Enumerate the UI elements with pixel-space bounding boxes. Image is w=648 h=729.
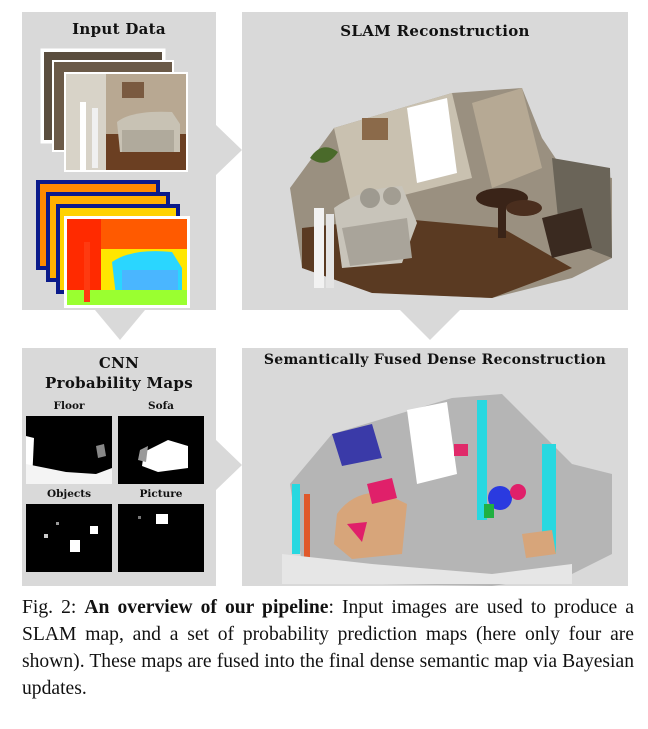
caption-prefix: Fig. 2: <box>22 597 84 618</box>
slam-reconstruction-title: SLAM Reconstruction <box>242 22 628 40</box>
arrow-slam-to-semantic <box>400 310 460 340</box>
depth-frames-stack <box>22 172 216 312</box>
figure-caption: Fig. 2: An overview of our pipeline: Inp… <box>22 594 634 702</box>
prob-map-floor <box>26 416 112 484</box>
slam-point-cloud <box>242 48 628 308</box>
arrow-input-to-cnn <box>95 310 145 340</box>
arrow-input-to-slam <box>216 125 242 175</box>
arrow-cnn-to-semantic <box>216 440 242 490</box>
cnn-title-line2: Probability Maps <box>22 374 216 392</box>
prob-map-label-sofa: Sofa <box>118 400 204 412</box>
prob-map-picture <box>118 504 204 572</box>
caption-bold-title: An overview of our pipeline <box>84 597 328 618</box>
prob-map-label-picture: Picture <box>118 488 204 500</box>
input-data-title: Input Data <box>22 20 216 38</box>
semantic-reconstruction-title: Semantically Fused Dense Reconstruction <box>242 352 628 368</box>
semantic-point-cloud <box>242 374 628 586</box>
prob-map-label-objects: Objects <box>26 488 112 500</box>
cnn-title-line1: CNN <box>22 354 216 372</box>
cnn-probability-maps-panel: CNN Probability Maps Floor Sofa Objects … <box>22 348 216 586</box>
input-data-panel: Input Data <box>22 12 216 310</box>
semantic-reconstruction-panel: Semantically Fused Dense Reconstruction <box>242 348 628 586</box>
prob-map-label-floor: Floor <box>26 400 112 412</box>
slam-reconstruction-panel: SLAM Reconstruction <box>242 12 628 310</box>
prob-map-objects <box>26 504 112 572</box>
prob-map-sofa <box>118 416 204 484</box>
